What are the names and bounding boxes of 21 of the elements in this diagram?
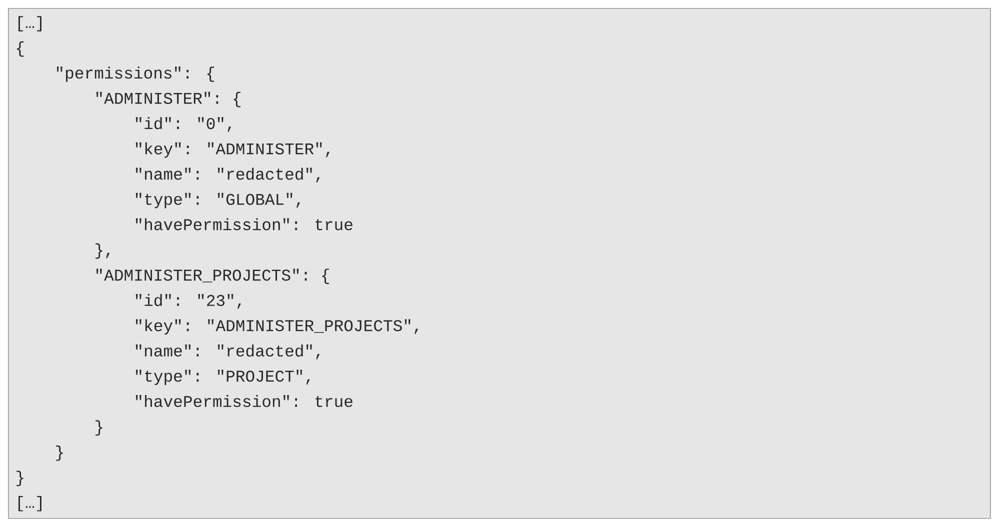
code-line: "type": "GLOBAL", [136, 192, 300, 208]
code-line: } [16, 470, 24, 486]
code-line: "id": "23", [136, 294, 241, 309]
code-line: "name": "redacted", [136, 344, 320, 360]
code-line: […] [18, 16, 42, 32]
code-line: } [56, 446, 63, 461]
code-line: "permissions": { [56, 66, 214, 82]
code-line: "id": "0", [136, 117, 232, 132]
code-line: "key": "ADMINISTER_PROJECTS", [136, 319, 418, 334]
code-line: […] [18, 496, 42, 512]
code-panel [8, 8, 991, 519]
code-line: "ADMINISTER": { [96, 92, 240, 108]
code-line: "name": "redacted", [136, 168, 320, 182]
code-line: }, [96, 243, 110, 259]
code-line: "havePermission": true [136, 395, 352, 408]
code-line: { [17, 41, 24, 57]
code-line: "ADMINISTER_PROJECTS": { [96, 268, 330, 284]
code-line: "type": "PROJECT", [136, 370, 310, 385]
code-line: } [96, 420, 102, 436]
code-line: "key": "ADMINISTER", [136, 142, 330, 158]
code-line: "havePermission": true [136, 218, 352, 230]
